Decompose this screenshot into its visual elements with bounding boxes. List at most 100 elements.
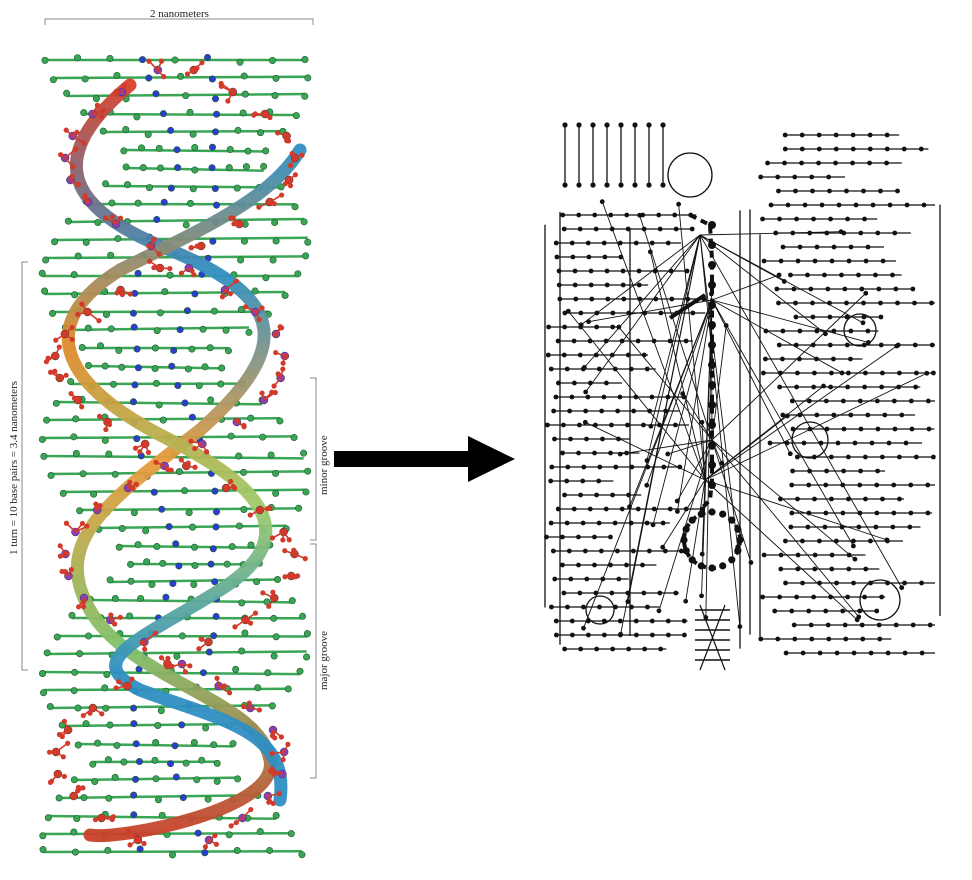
metabolite-node (861, 189, 866, 194)
atom (183, 92, 189, 98)
metabolite-node (919, 581, 924, 586)
atom (102, 437, 108, 443)
metabolite-node (897, 455, 902, 460)
atom (123, 126, 129, 132)
atom (277, 418, 283, 424)
metabolite-node (777, 385, 782, 390)
metabolite-node (557, 269, 562, 274)
metabolite-node (625, 423, 630, 428)
oxygen-atom (65, 741, 70, 746)
oxygen-atom (152, 237, 157, 242)
oxygen-atom (48, 370, 53, 375)
atom (107, 55, 113, 61)
metabolite-node (812, 371, 817, 376)
atom (305, 75, 311, 81)
atom (154, 327, 160, 333)
metabolite-node (619, 255, 624, 260)
atom (155, 722, 161, 728)
metabolite-node (636, 339, 641, 344)
metabolite-node (790, 231, 795, 236)
atom (135, 270, 141, 276)
metabolite-node (758, 637, 763, 642)
metabolite-node (802, 441, 807, 446)
atom (182, 400, 188, 406)
atom (237, 257, 243, 263)
oxygen-atom (179, 457, 184, 462)
metabolite-node (590, 122, 595, 127)
atom (263, 148, 269, 154)
oxygen-atom (99, 711, 104, 716)
metabolite-node (862, 343, 867, 348)
metabolite-node (814, 357, 819, 362)
metabolite-node (758, 175, 763, 180)
metabolite-node (793, 301, 798, 306)
atom (130, 792, 136, 798)
metabolite-node (927, 427, 932, 432)
metabolite-node (597, 465, 602, 470)
metabolite-node (604, 381, 609, 386)
oxygen-atom (169, 468, 174, 473)
oxygen-atom (70, 164, 75, 169)
atom (174, 164, 180, 170)
atom (63, 90, 69, 96)
atom (191, 544, 197, 550)
metabolite-node (788, 525, 793, 530)
oxygen-atom (69, 567, 74, 572)
atom (243, 163, 249, 169)
metabolite-node (675, 509, 680, 514)
metabolite-node (608, 535, 613, 540)
metabolite-node (848, 357, 853, 362)
oxygen-atom (60, 734, 65, 739)
metabolite-node (618, 619, 623, 624)
atom (183, 222, 189, 228)
oxygen-atom (204, 449, 209, 454)
atom (154, 216, 160, 222)
cycle-node (689, 556, 696, 563)
metabolite-node (618, 632, 623, 637)
atom (85, 362, 91, 368)
metabolite-node (814, 413, 819, 418)
metabolite-node (658, 227, 663, 232)
atom (153, 380, 159, 386)
metabolite-node (814, 329, 819, 334)
metabolite-node (858, 231, 863, 236)
atom (136, 758, 142, 764)
oxygen-atom (63, 569, 68, 574)
metabolite-node (782, 161, 787, 166)
oxygen-atom (97, 414, 102, 419)
metabolite-node (556, 507, 561, 512)
atom (213, 111, 219, 117)
metabolite-node (846, 455, 851, 460)
metabolite-node (701, 297, 706, 302)
metabolite-node (812, 455, 817, 460)
metabolite-node (809, 637, 814, 642)
atom (112, 471, 118, 477)
oxygen-atom (80, 785, 85, 790)
metabolite-node (608, 451, 613, 456)
metabolite-node (627, 504, 632, 509)
metabolite-node (620, 507, 625, 512)
width-bracket (45, 19, 313, 25)
oxygen-atom (291, 548, 296, 553)
metabolite-node (860, 623, 865, 628)
atom (241, 506, 247, 512)
metabolite-node (572, 339, 577, 344)
cycle-node (698, 511, 705, 518)
oxygen-atom (231, 221, 236, 226)
metabolite-node (583, 420, 588, 425)
metabolite-node (690, 227, 695, 232)
atom (227, 146, 233, 152)
oxygen-atom (76, 604, 81, 609)
metabolite-node (562, 325, 567, 330)
metabolite-node (581, 521, 586, 526)
atom (151, 489, 157, 495)
atom (210, 238, 216, 244)
metabolite-node (871, 203, 876, 208)
atom (246, 329, 252, 335)
metabolite-node (613, 367, 618, 372)
metabolite-node (806, 609, 811, 614)
metabolite-node (567, 549, 572, 554)
metabolite-node (674, 227, 679, 232)
metabolite-node (573, 283, 578, 288)
metabolite-node (783, 147, 788, 152)
